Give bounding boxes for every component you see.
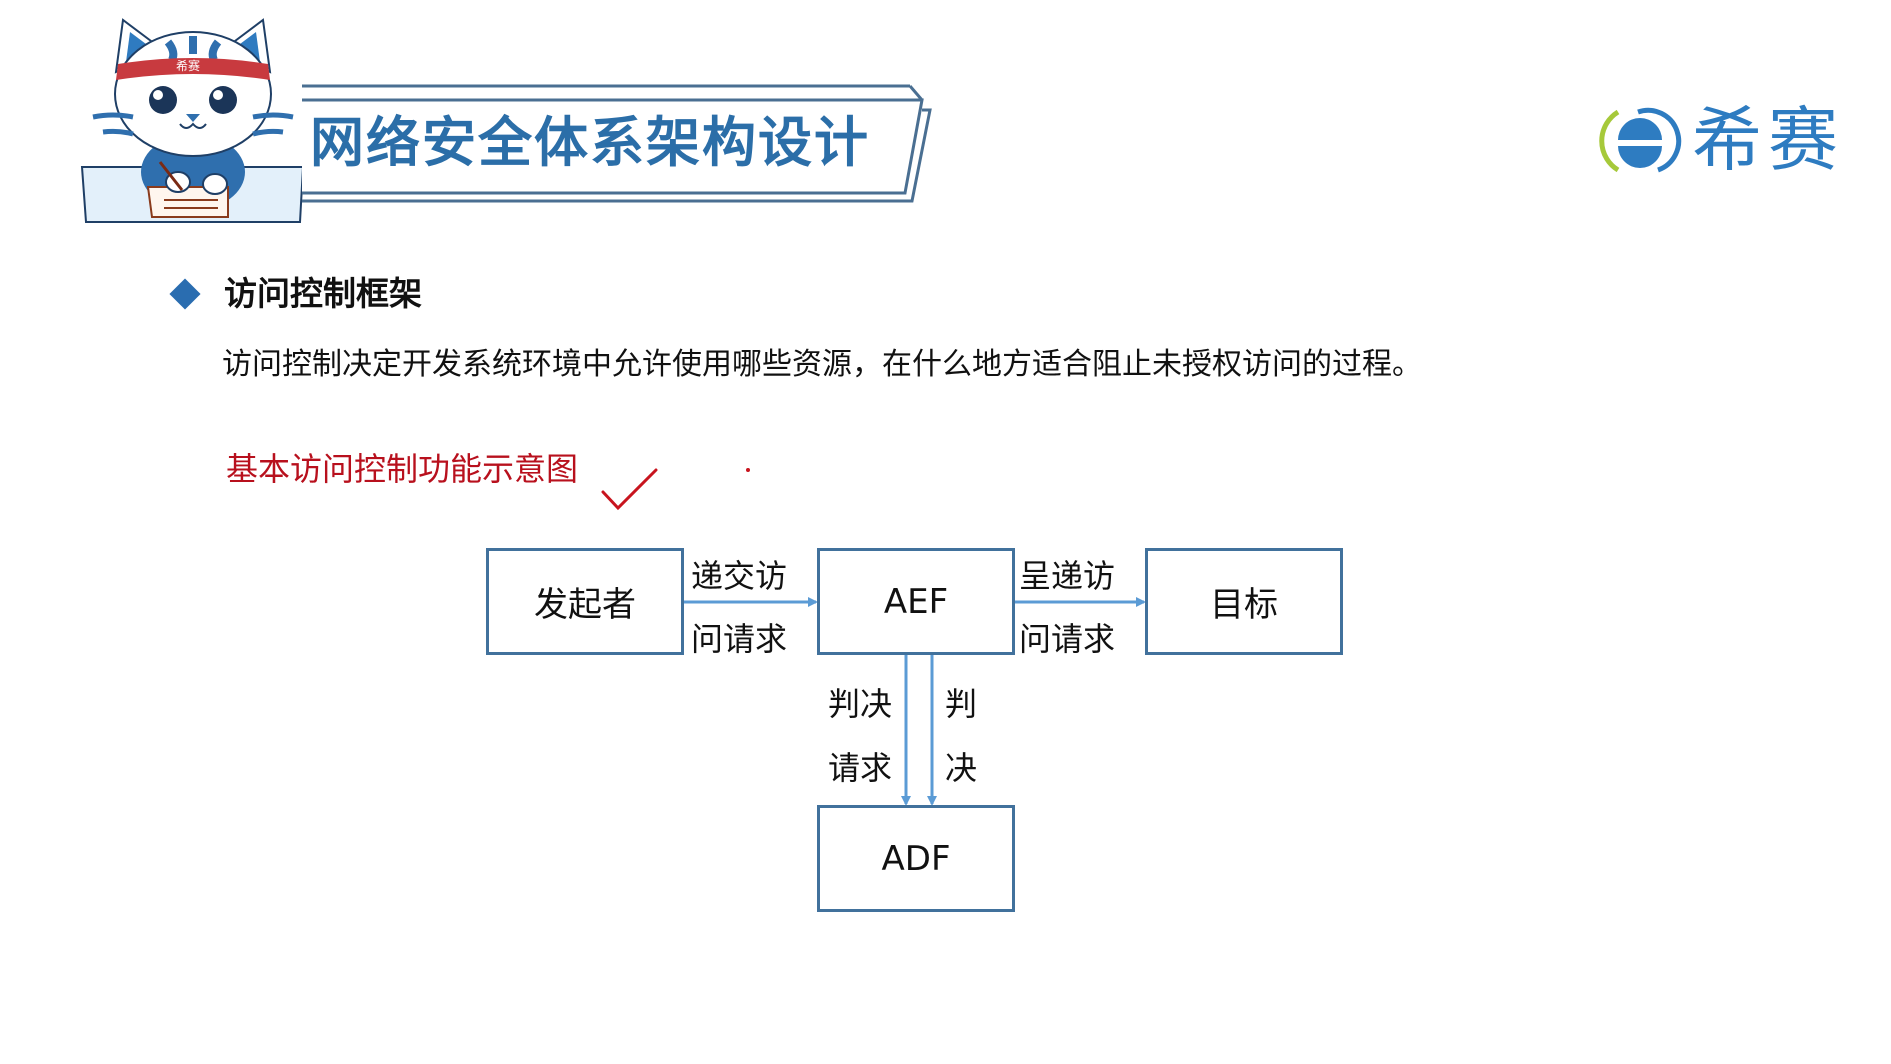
edge-label-decision-line1: 判	[945, 685, 978, 723]
edge-label-decision-request-line2: 请求	[828, 749, 893, 787]
node-initiator-label: 发起者	[534, 585, 636, 625]
mascot-cat-illustration: 希赛	[78, 12, 308, 227]
diagram-caption: 基本访问控制功能示意图	[226, 450, 579, 488]
node-target: 目标	[1145, 548, 1343, 655]
node-adf: ADF	[817, 805, 1015, 912]
logo-text: 希赛	[1692, 99, 1844, 181]
node-initiator: 发起者	[486, 548, 684, 655]
edge-label-present-request-line1: 呈递访	[1019, 557, 1116, 595]
edge-label-decision-line2: 决	[945, 749, 978, 787]
edge-label-submit-request-line1: 递交访	[691, 557, 788, 595]
mascot-headband-text: 希赛	[176, 59, 201, 73]
node-target-label: 目标	[1210, 585, 1278, 625]
bullet-diamond-icon	[169, 278, 201, 310]
section-description: 访问控制决定开发系统环境中允许使用哪些资源，在什么地方适合阻止未授权访问的过程。	[222, 347, 1422, 382]
node-adf-label: ADF	[881, 838, 951, 879]
node-aef: AEF	[817, 548, 1015, 655]
cat-icon	[80, 18, 305, 223]
node-aef-label: AEF	[883, 581, 949, 622]
edge-label-present-request-line2: 问请求	[1019, 620, 1116, 658]
section-heading: 访问控制框架	[224, 274, 422, 313]
edge-label-submit-request-line2: 问请求	[691, 620, 788, 658]
logo-e-icon	[1599, 107, 1682, 173]
page-title: 网络安全体系架构设计	[310, 111, 870, 174]
edge-label-decision-request-line1: 判决	[828, 685, 893, 723]
brand-logo	[1598, 100, 1848, 180]
